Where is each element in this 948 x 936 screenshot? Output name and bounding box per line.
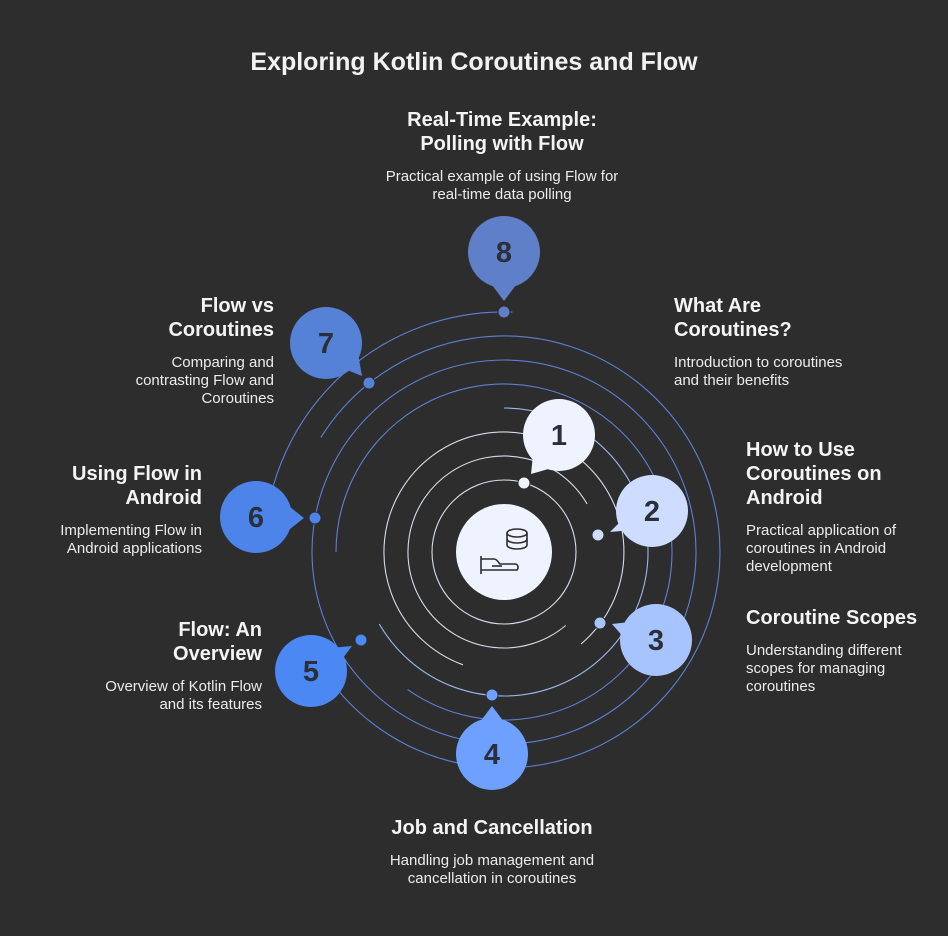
item-8-description: Practical example of using Flow for real… — [385, 168, 619, 203]
node-circle-3 — [620, 604, 692, 676]
item-2-heading: How to Use Coroutines on Android — [746, 439, 882, 509]
item-2-description: Practical application of coroutines in A… — [746, 522, 897, 575]
item-5-text: Flow: An Overview Overview of Kotlin Flo… — [92, 618, 262, 714]
node-circle-6 — [220, 481, 292, 553]
connector-dot-7 — [362, 376, 376, 390]
node-number-3: 3 — [648, 625, 664, 657]
step-node-1: 1 — [523, 399, 595, 474]
node-number-5: 5 — [303, 656, 319, 688]
item-6-heading: Using Flow in Android — [72, 463, 202, 509]
node-circle-1 — [523, 399, 595, 471]
ring-2 — [407, 455, 588, 649]
item-4-heading: Job and Cancellation — [391, 817, 593, 839]
connector-dots — [308, 305, 607, 702]
step-node-2: 2 — [610, 475, 688, 547]
connector-dot-1 — [517, 476, 531, 490]
center-hub — [456, 504, 552, 600]
step-node-5: 5 — [275, 635, 352, 707]
connector-dot-5 — [354, 633, 368, 647]
step-node-7: 7 — [290, 307, 362, 379]
item-1-description: Introduction to coroutines and their ben… — [674, 354, 843, 389]
node-number-7: 7 — [318, 328, 334, 360]
node-circle-5 — [275, 635, 347, 707]
item-7-description: Comparing and contrasting Flow and Corou… — [135, 354, 274, 407]
ring-3 — [383, 431, 625, 666]
node-pointer-8 — [492, 285, 516, 301]
node-circle-8 — [468, 216, 540, 288]
step-node-4: 4 — [456, 706, 528, 790]
step-node-3: 3 — [612, 604, 692, 676]
node-pointer-4 — [480, 706, 504, 722]
database-hand-icon — [480, 528, 528, 574]
item-4-text: Job and Cancellation Handling job manage… — [372, 816, 612, 888]
node-circle-2 — [616, 475, 688, 547]
ring-5 — [335, 383, 673, 721]
item-6-description: Implementing Flow in Android application… — [60, 522, 202, 557]
step-node-8: 8 — [468, 216, 540, 301]
node-number-8: 8 — [496, 237, 512, 269]
node-pointer-6 — [290, 507, 304, 529]
connector-dot-6 — [308, 511, 322, 525]
item-3-text: Coroutine Scopes Understanding different… — [746, 606, 921, 696]
item-2-text: How to Use Coroutines on Android Practic… — [746, 438, 911, 576]
node-number-6: 6 — [248, 502, 264, 534]
connector-dot-8 — [497, 305, 511, 319]
item-4-description: Handling job management and cancellation… — [389, 852, 595, 887]
node-circle-4 — [456, 718, 528, 790]
connector-dot-4 — [485, 688, 499, 702]
item-3-description: Understanding different scopes for manag… — [746, 642, 902, 695]
item-8-heading: Real-Time Example: Polling with Flow — [407, 109, 597, 155]
node-number-4: 4 — [484, 739, 500, 771]
item-1-heading: What Are Coroutines? — [674, 295, 792, 341]
center-circle — [456, 504, 552, 600]
page-title: Exploring Kotlin Coroutines and Flow — [250, 48, 698, 76]
node-circle-7 — [290, 307, 362, 379]
step-node-6: 6 — [220, 481, 304, 553]
node-number-1: 1 — [551, 420, 567, 452]
item-3-heading: Coroutine Scopes — [746, 607, 918, 629]
connector-dot-3 — [593, 616, 607, 630]
connector-dot-2 — [591, 528, 605, 542]
item-5-description: Overview of Kotlin Flow and its features — [105, 678, 262, 713]
item-7-text: Flow vs Coroutines Comparing and contras… — [124, 294, 274, 408]
item-5-heading: Flow: An Overview — [173, 619, 262, 665]
item-7-heading: Flow vs Coroutines — [168, 295, 274, 341]
item-1-text: What Are Coroutines? Introduction to cor… — [674, 294, 844, 390]
item-8-text: Real-Time Example: Polling with Flow Pra… — [382, 108, 622, 204]
item-6-text: Using Flow in Android Implementing Flow … — [40, 462, 202, 558]
step-nodes: 1 2 3 4 5 6 7 8 — [220, 216, 692, 790]
ring-1 — [431, 479, 577, 625]
node-number-2: 2 — [644, 496, 660, 528]
